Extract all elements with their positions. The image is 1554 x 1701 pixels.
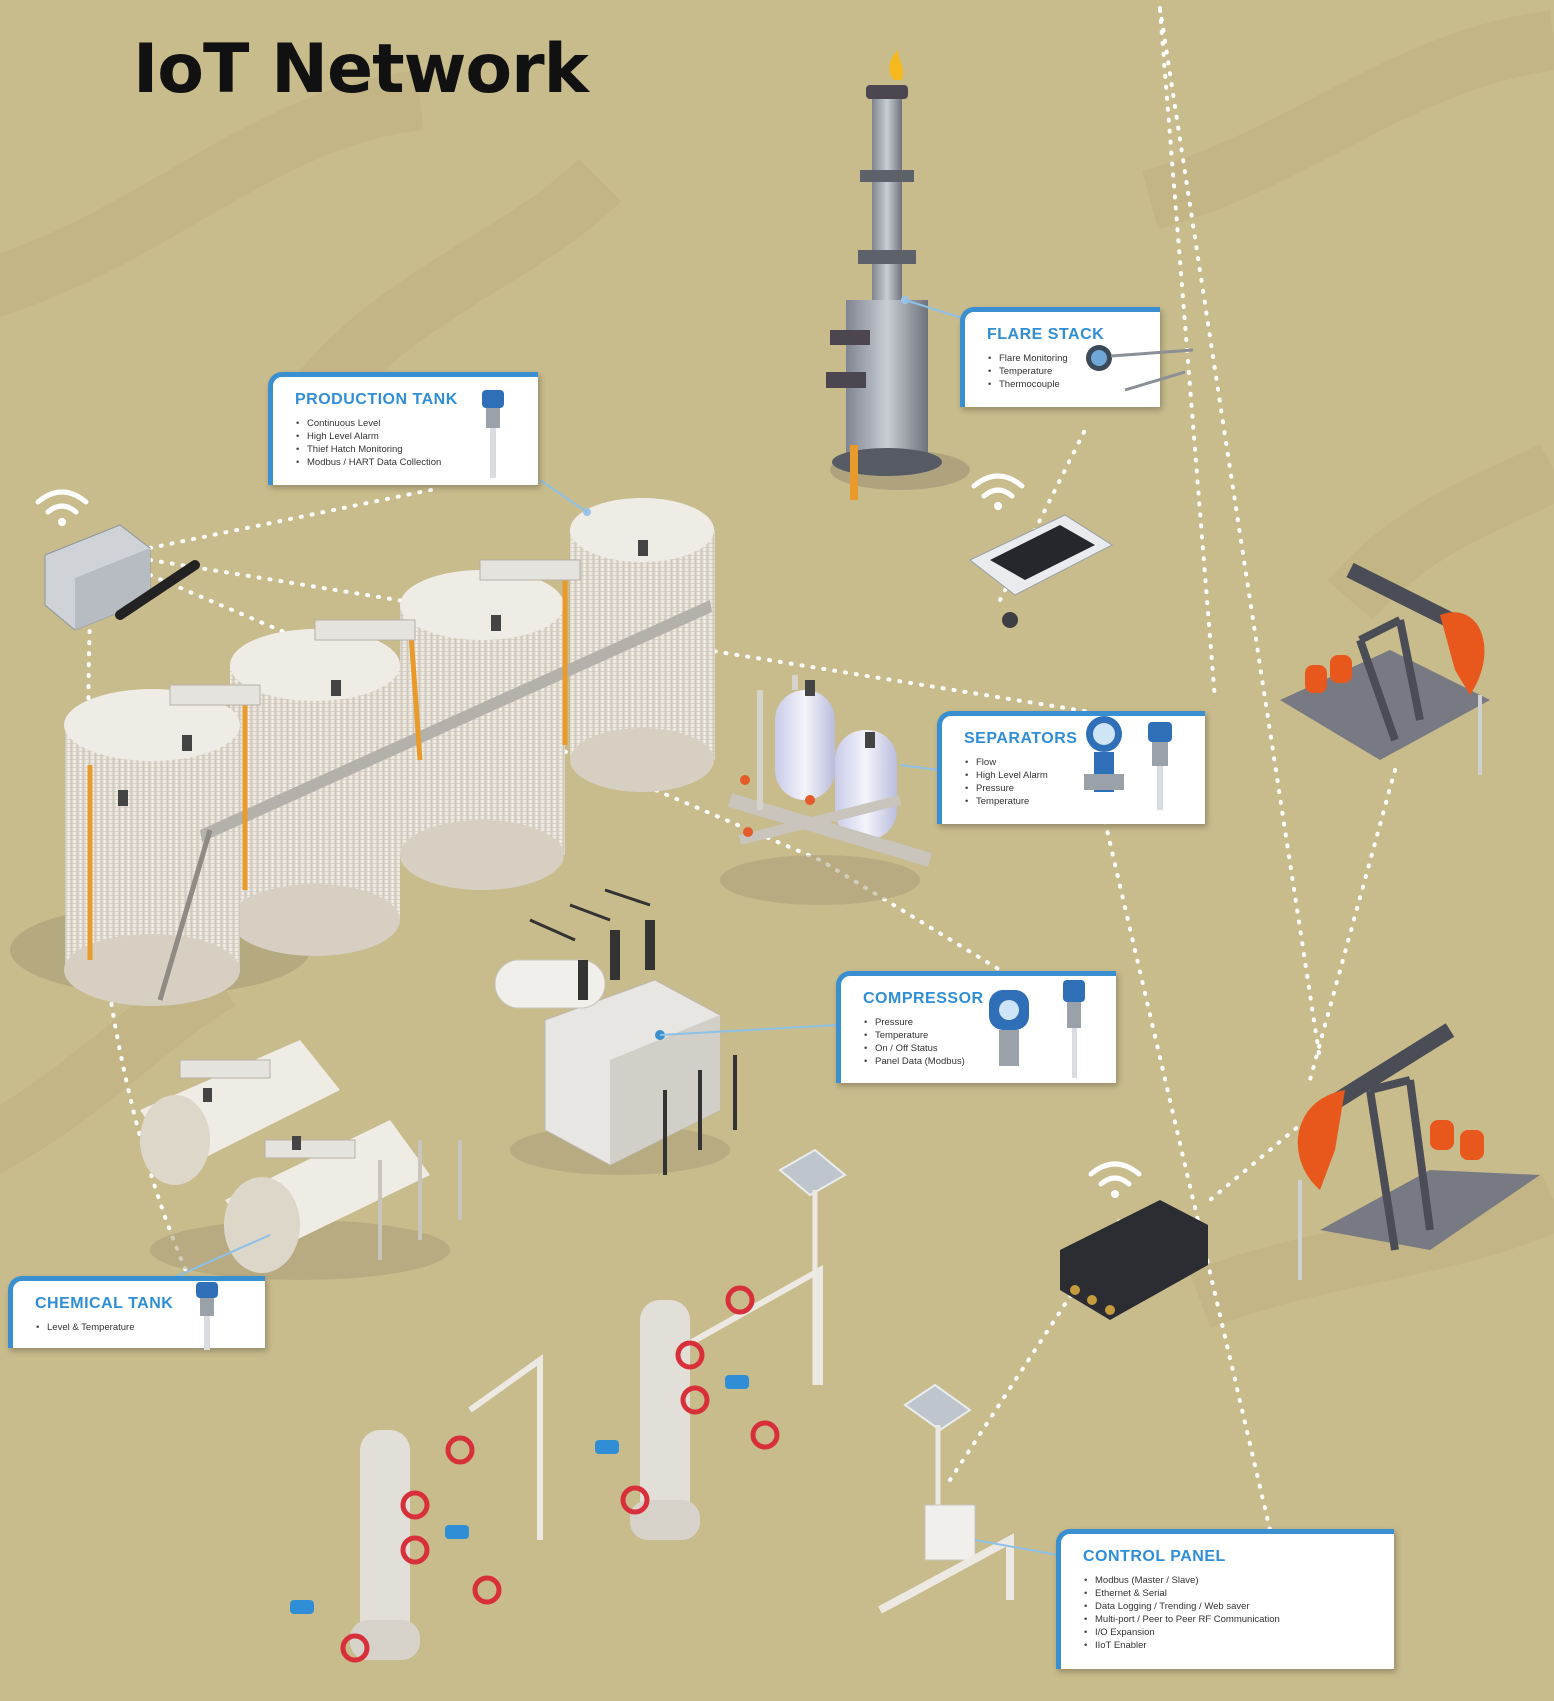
- pressure-transmitter-icon: [989, 980, 1085, 1078]
- list-item: High Level Alarm: [296, 430, 522, 443]
- list-item: Temperature: [988, 365, 1144, 378]
- list-item: Flow: [965, 756, 1189, 769]
- callout-title: FLARE STACK: [987, 326, 1105, 343]
- pump-jack-2: [1297, 1023, 1540, 1280]
- callout-title: CHEMICAL TANK: [35, 1295, 174, 1312]
- wifi-icon: [1088, 1161, 1142, 1198]
- list-item: On / Off Status: [864, 1042, 1100, 1055]
- callout-control-panel: CONTROL PANEL Modbus (Master / Slave) Et…: [1056, 1529, 1394, 1669]
- callout-list: Flare Monitoring Temperature Thermocoupl…: [987, 352, 1144, 391]
- list-item: Thermocouple: [988, 378, 1144, 391]
- list-item: Temperature: [965, 795, 1189, 808]
- list-item: Flare Monitoring: [988, 352, 1144, 365]
- callout-list: Flow High Level Alarm Pressure Temperatu…: [964, 756, 1189, 808]
- level-sensor-icon: [482, 390, 504, 478]
- callout-title: COMPRESSOR: [863, 990, 984, 1007]
- list-item: Temperature: [864, 1029, 1100, 1042]
- callout-chemical-tank: CHEMICAL TANK Level & Temperature: [8, 1276, 265, 1348]
- list-item: Pressure: [864, 1016, 1100, 1029]
- pump-jack-1: [1280, 562, 1490, 775]
- solar-pole-1: [778, 1148, 847, 1385]
- callout-list: Level & Temperature: [35, 1321, 249, 1334]
- callout-list: Pressure Temperature On / Off Status Pan…: [863, 1016, 1100, 1068]
- temperature-transmitter-icon: [1086, 345, 1194, 392]
- radio-module-top: [969, 514, 1114, 628]
- list-item: Continuous Level: [296, 417, 522, 430]
- wellheads: [290, 1264, 823, 1663]
- solar-pole-2: [878, 1383, 1014, 1614]
- list-item: Pressure: [965, 782, 1189, 795]
- level-sensor-icon: [196, 1282, 218, 1350]
- callout-title: PRODUCTION TANK: [295, 391, 458, 408]
- list-item: Modbus / HART Data Collection: [296, 456, 522, 469]
- list-item: Thief Hatch Monitoring: [296, 443, 522, 456]
- list-item: Data Logging / Trending / Web saver: [1084, 1600, 1378, 1613]
- list-item: Panel Data (Modbus): [864, 1055, 1100, 1068]
- flare-stack: [826, 50, 970, 500]
- flow-meter-icon: [1084, 716, 1172, 810]
- gateway-device-left: [44, 524, 200, 631]
- list-item: Ethernet & Serial: [1084, 1587, 1378, 1600]
- callout-title: SEPARATORS: [964, 730, 1078, 747]
- callout-list: Continuous Level High Level Alarm Thief …: [295, 417, 522, 469]
- list-item: Level & Temperature: [36, 1321, 249, 1334]
- list-item: I/O Expansion: [1084, 1626, 1378, 1639]
- page-title: IoT Network: [133, 30, 589, 109]
- callout-list: Modbus (Master / Slave) Ethernet & Seria…: [1083, 1574, 1378, 1652]
- list-item: Modbus (Master / Slave): [1084, 1574, 1378, 1587]
- chemical-tanks: [140, 1040, 462, 1280]
- list-item: Multi-port / Peer to Peer RF Communicati…: [1084, 1613, 1378, 1626]
- callout-title: CONTROL PANEL: [1083, 1548, 1226, 1565]
- radio-module-right: [1060, 1200, 1208, 1320]
- list-item: IIoT Enabler: [1084, 1639, 1378, 1652]
- production-tanks: [10, 498, 715, 1006]
- callout-leaders: [174, 299, 1059, 1556]
- wifi-icon: [971, 473, 1025, 510]
- list-item: High Level Alarm: [965, 769, 1189, 782]
- wifi-icon: [35, 489, 89, 526]
- separators: [720, 675, 933, 905]
- compressor-unit: [494, 888, 737, 1175]
